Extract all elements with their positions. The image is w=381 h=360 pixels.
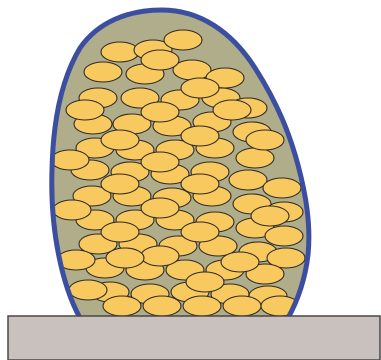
cell-76 [101,222,139,242]
cell-3 [164,30,202,50]
cell-80 [221,252,259,272]
cell-71 [181,126,219,146]
cell-22 [236,148,274,168]
cell-1 [101,42,139,62]
cell-4 [84,62,122,82]
cell-57 [103,296,141,316]
cell-75 [141,198,179,218]
cell-79 [106,248,144,268]
cell-83 [246,130,284,150]
cell-70 [101,130,139,150]
cell-58 [143,296,181,316]
cell-73 [101,174,139,194]
cell-77 [181,222,219,242]
cell-60 [223,296,261,316]
cell-63 [51,150,89,170]
cell-59 [183,296,221,316]
cell-62 [66,100,104,120]
cell-67 [141,50,179,70]
cell-78 [141,246,179,266]
cell-68 [181,78,219,98]
cell-72 [141,152,179,172]
cell-64 [53,200,91,220]
cell-82 [213,100,251,120]
cell-40 [265,226,303,246]
substrate [8,316,380,360]
cell-66 [69,280,107,300]
cell-69 [141,102,179,122]
cell-28 [263,178,301,198]
cell-27 [229,170,267,190]
cell-74 [181,174,219,194]
cell-84 [186,272,224,292]
cell-81 [251,206,289,226]
